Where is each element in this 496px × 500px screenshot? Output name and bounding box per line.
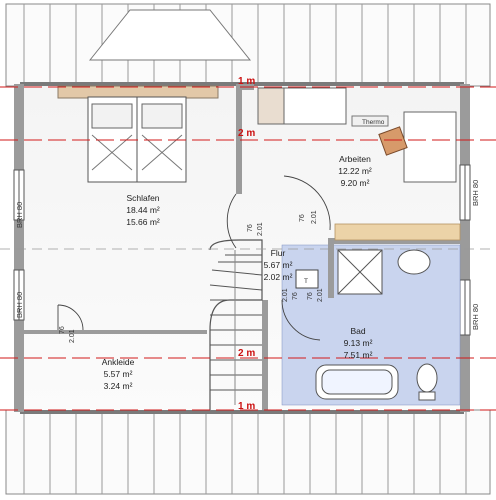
stair-arrow-box (295, 269, 319, 289)
door-dim-5b: 2.01 (69, 329, 76, 343)
bath-fixtures (315, 249, 438, 401)
door-dim-2b: 2.01 (311, 210, 318, 224)
room-name-arbeiten: Arbeiten (339, 154, 371, 164)
height-lines (0, 86, 496, 411)
door-dim-4b: 2.01 (317, 288, 324, 302)
room-area1-ankleide: 5.57 m² (104, 369, 133, 379)
room-area1-bad: 9.13 m² (344, 338, 373, 348)
window-label-right-upper: BRH 80 (471, 180, 480, 206)
staircase (209, 239, 263, 410)
room-area2-flur: 2.02 m² (264, 272, 293, 282)
door-swings (57, 175, 331, 341)
desk-area (257, 87, 457, 183)
height-label-2m-bottom: 2 m (238, 348, 255, 359)
window-label-left-upper: BRH 80 (15, 202, 24, 228)
room-name-ankleide: Ankleide (102, 357, 135, 367)
stair-up-label: T (304, 278, 308, 285)
window-label-left-lower: BRH 80 (15, 292, 24, 318)
furniture-note: Thermo (362, 119, 385, 126)
door-dim-1: 76 (247, 224, 254, 232)
room-area2-ankleide: 3.24 m² (104, 381, 133, 391)
room-name-flur: Flur (271, 248, 286, 258)
door-dim-5: 76 (59, 326, 66, 334)
roof-bottom (5, 409, 491, 495)
door-dim-3b: 2.01 (282, 288, 289, 302)
room-area2-arbeiten: 9.20 m² (341, 178, 370, 188)
height-label-2m-top: 2 m (238, 128, 255, 139)
room-area1-arbeiten: 12.22 m² (338, 166, 372, 176)
room-area1-flur: 5.67 m² (264, 260, 293, 270)
door-dim-2: 76 (299, 214, 306, 222)
room-name-schlafen: Schlafen (126, 193, 159, 203)
right-wall (460, 84, 470, 412)
height-label-1m-bottom: 1 m (238, 401, 255, 412)
window-label-right-lower: BRH 80 (471, 304, 480, 330)
room-area1-schlafen: 18.44 m² (126, 205, 160, 215)
room-name-bad: Bad (350, 326, 365, 336)
counter (334, 223, 461, 241)
door-dim-1b: 2.01 (257, 222, 264, 236)
left-wall (14, 84, 24, 412)
door-dim-4: 76 (307, 292, 314, 300)
roof-top (5, 3, 491, 87)
room-area2-bad: 7.51 m² (344, 350, 373, 360)
height-label-1m-top: 1 m (238, 76, 255, 87)
room-area2-schlafen: 15.66 m² (126, 217, 160, 227)
door-dim-3: 76 (292, 292, 299, 300)
